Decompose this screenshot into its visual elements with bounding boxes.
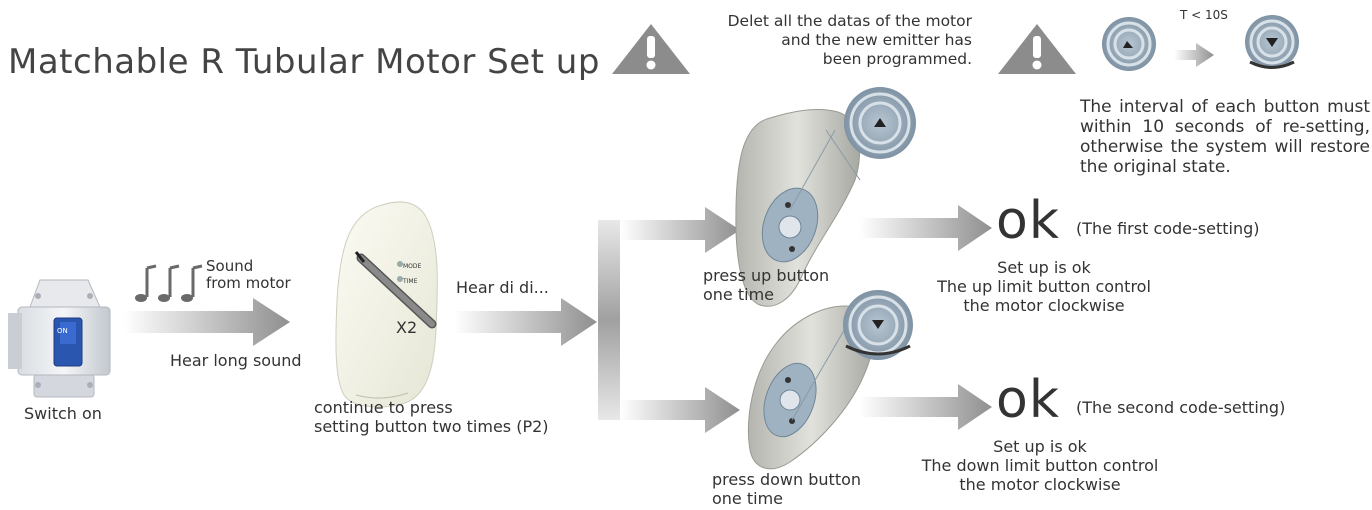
mode-label: MODE	[403, 263, 422, 270]
time-label: TIME	[403, 278, 418, 285]
sound-caption: Sound from motor	[206, 258, 291, 292]
setting-remote	[335, 201, 438, 408]
switch-on-tag: ON	[57, 327, 68, 335]
arrow-right-icon	[620, 207, 740, 253]
up-caption-line: one time	[703, 285, 775, 304]
ok-label: ok	[996, 191, 1060, 251]
delete-warning-text: Delet all the datas of the motor and the…	[728, 12, 972, 69]
circuit-switch	[8, 279, 111, 398]
remote-caption-line: setting button two times (P2)	[314, 417, 549, 436]
second-code-note: (The second code-setting)	[1076, 398, 1286, 417]
up-result-line: The up limit button control	[937, 277, 1151, 296]
remote-caption: continue to press setting button two tim…	[314, 398, 549, 436]
arrow-right-icon	[860, 205, 992, 251]
up-result-line: the motor clockwise	[963, 296, 1125, 315]
sound-line: from motor	[206, 274, 291, 292]
ok-label: ok	[996, 370, 1060, 430]
sound-line: Sound	[206, 257, 254, 275]
music-notes-icon	[135, 264, 203, 302]
delete-warning-line: Delet all the datas of the motor	[727, 12, 972, 30]
up-caption-line: press up button	[703, 266, 830, 285]
branch-bar	[598, 220, 620, 420]
down-result: Set up is ok The down limit button contr…	[904, 437, 1176, 494]
timer-label: T < 10S	[1180, 8, 1228, 22]
button-disc-icon	[1245, 15, 1299, 69]
interval-note: The interval of each button must within …	[1080, 97, 1370, 177]
up-result: Set up is ok The up limit button control…	[920, 258, 1168, 315]
remote-caption-line: continue to press	[314, 398, 453, 417]
hear-long-caption: Hear long sound	[170, 351, 302, 370]
down-result-line: the motor clockwise	[959, 475, 1121, 494]
down-caption: press down button one time	[712, 470, 861, 508]
up-result-line: Set up is ok	[997, 258, 1091, 277]
arrow-right-icon	[860, 384, 992, 430]
down-handset	[747, 290, 913, 470]
hear-didi-caption: Hear di di...	[456, 278, 549, 297]
first-code-note: (The first code-setting)	[1076, 219, 1260, 238]
arrow-right-icon	[1174, 43, 1214, 67]
arrow-right-icon	[124, 298, 290, 346]
arrow-right-icon	[454, 298, 597, 346]
arrow-right-icon	[620, 387, 740, 433]
button-disc-icon	[1102, 17, 1156, 71]
down-result-line: The down limit button control	[921, 456, 1159, 475]
warning-icon	[612, 24, 690, 74]
switch-caption: Switch on	[24, 404, 102, 423]
delete-warning-line: been programmed.	[822, 50, 972, 68]
down-result-line: Set up is ok	[993, 437, 1087, 456]
up-handset	[735, 87, 916, 307]
down-caption-line: one time	[712, 489, 784, 508]
delete-warning-line: and the new emitter has	[781, 31, 972, 49]
down-caption-line: press down button	[712, 470, 862, 489]
up-caption: press up button one time	[703, 266, 829, 304]
pen-icon	[354, 251, 437, 329]
page-title: Matchable R Tubular Motor Set up	[8, 42, 600, 82]
times-label: X2	[396, 318, 418, 337]
warning-icon	[998, 24, 1076, 74]
